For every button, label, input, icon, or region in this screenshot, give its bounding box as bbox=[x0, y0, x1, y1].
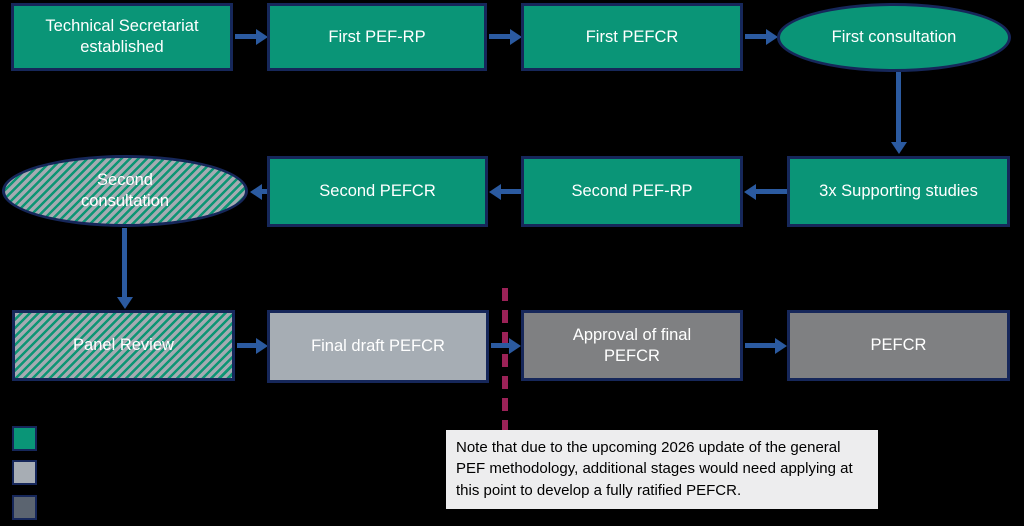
legend-swatch-light-gray bbox=[12, 460, 37, 485]
node-label: Second PEFCR bbox=[319, 182, 436, 201]
dashed-divider-2026-update bbox=[502, 288, 508, 432]
node-final-draft-pefcr: Final draft PEFCR bbox=[267, 310, 489, 383]
node-label: First PEF-RP bbox=[328, 27, 426, 46]
node-second-consultation: Second consultation bbox=[2, 155, 248, 227]
legend-swatch-green bbox=[12, 426, 37, 451]
arrow-right-icon bbox=[235, 28, 268, 45]
note-text: Note that due to the upcoming 2026 updat… bbox=[456, 439, 853, 499]
node-label: Second PEF-RP bbox=[571, 182, 693, 201]
arrow-down-icon bbox=[890, 72, 907, 154]
node-first-pefcr: First PEFCR bbox=[521, 3, 743, 71]
arrow-right-icon bbox=[745, 337, 787, 354]
arrow-right-icon bbox=[489, 28, 522, 45]
node-supporting-studies: 3x Supporting studies bbox=[787, 156, 1010, 227]
arrow-down-icon bbox=[116, 228, 133, 309]
node-approval-final-pefcr: Approval of final PEFCR bbox=[521, 310, 743, 381]
node-first-pef-rp: First PEF-RP bbox=[267, 3, 487, 71]
legend-swatch-dark-gray bbox=[12, 495, 37, 520]
arrow-right-icon bbox=[745, 28, 778, 45]
arrow-right-icon bbox=[491, 337, 521, 354]
node-first-consultation: First consultation bbox=[777, 3, 1011, 72]
node-label: 3x Supporting studies bbox=[819, 182, 978, 201]
node-label: Panel Review bbox=[73, 336, 174, 355]
node-label: Second consultation bbox=[80, 171, 170, 210]
node-label: First PEFCR bbox=[585, 27, 679, 46]
node-second-pef-rp: Second PEF-RP bbox=[521, 156, 743, 227]
node-label: Approval of final PEFCR bbox=[572, 325, 692, 365]
arrow-right-icon bbox=[237, 337, 268, 354]
arrow-left-icon bbox=[489, 183, 521, 200]
node-label: Technical Secretariat established bbox=[45, 17, 199, 56]
node-second-pefcr: Second PEFCR bbox=[267, 156, 488, 227]
node-technical-secretariat: Technical Secretariat established bbox=[11, 3, 233, 71]
node-panel-review: Panel Review bbox=[12, 310, 235, 381]
node-label: PEFCR bbox=[870, 336, 927, 355]
note-box: Note that due to the upcoming 2026 updat… bbox=[446, 430, 878, 509]
node-label: First consultation bbox=[831, 28, 957, 47]
node-label: Final draft PEFCR bbox=[311, 337, 445, 356]
arrow-left-icon bbox=[744, 183, 787, 200]
arrow-left-icon bbox=[250, 183, 267, 200]
node-pefcr: PEFCR bbox=[787, 310, 1010, 381]
